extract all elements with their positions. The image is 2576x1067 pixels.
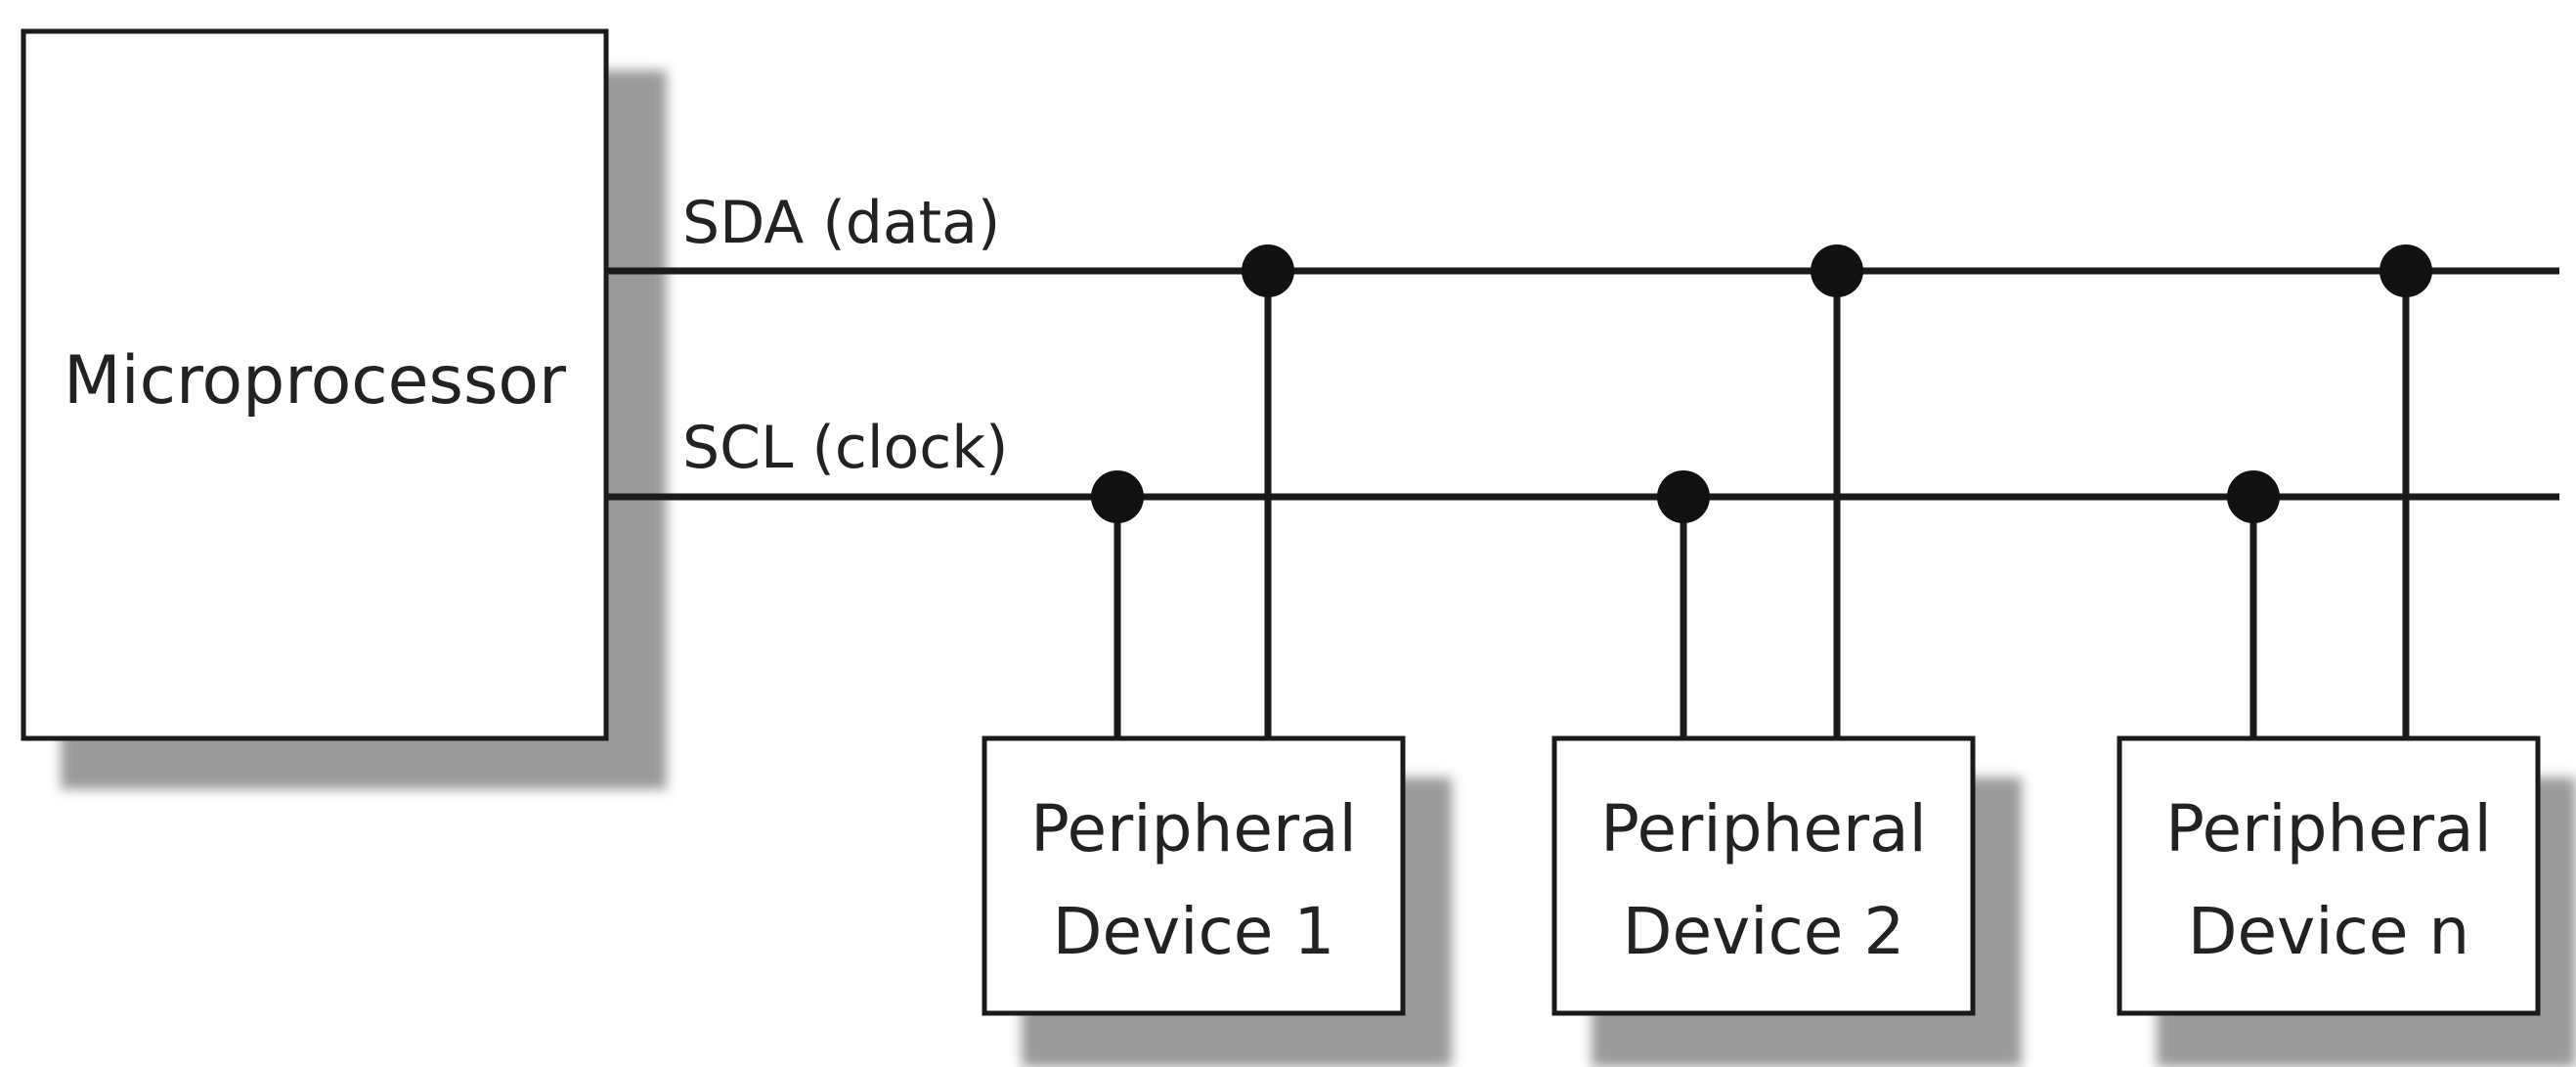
microprocessor-label: Microprocessor: [64, 342, 566, 420]
peripheral-device-2: Peripheral Device 2: [1551, 245, 2022, 1067]
sda-label: SDA (data): [682, 189, 1000, 257]
device-2-label-line2: Device 2: [1623, 894, 1905, 969]
device-n-label-line1: Peripheral: [2165, 791, 2492, 867]
device-2-label-line1: Peripheral: [1600, 791, 1927, 867]
peripheral-device-1: Peripheral Device 1: [982, 245, 1452, 1067]
microprocessor-block: Microprocessor: [21, 28, 667, 789]
device-n-box: [2117, 735, 2541, 1016]
device-1-label-line1: Peripheral: [1030, 791, 1357, 867]
peripheral-device-n: Peripheral Device n: [2117, 245, 2576, 1067]
device-1-sda-junction: [1242, 245, 1294, 297]
device-1-box: [982, 735, 1406, 1016]
scl-label: SCL (clock): [682, 414, 1008, 482]
sda-bus: SDA (data): [606, 189, 2559, 275]
device-n-sda-junction: [2380, 245, 2432, 297]
device-1-scl-junction: [1091, 470, 1144, 523]
device-2-sda-junction: [1811, 245, 1863, 297]
device-2-scl-junction: [1657, 470, 1710, 523]
device-n-label-line2: Device n: [2188, 894, 2470, 969]
microprocessor-box: [21, 28, 609, 741]
device-1-label-line2: Device 1: [1053, 894, 1335, 969]
device-2-box: [1551, 735, 1976, 1016]
device-n-scl-junction: [2227, 470, 2280, 523]
